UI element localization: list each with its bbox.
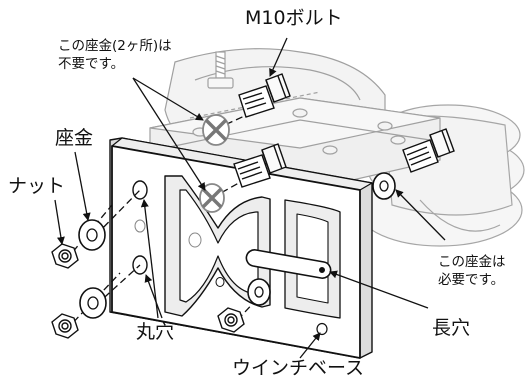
label-washer-needed-line1: この座金は [438,254,506,270]
bolt-lower [233,143,287,188]
label-long-hole: 長穴 [432,317,471,339]
washer-left-lower [79,287,107,319]
label-round-hole: 丸穴 [136,321,175,343]
label-washer-unneeded-line1: この座金(2ヶ所)は [58,38,172,54]
bolt-right [402,128,455,173]
washer-bottom [247,278,271,306]
label-washer-unneeded-line2: 不要です。 [58,56,125,72]
label-m10-bolt: M10ボルト [245,7,343,29]
washer-left-upper [78,219,106,251]
bolt-upper [238,73,291,118]
washer-unneeded-upper [202,114,230,146]
washer-needed [372,172,396,200]
nut-left-upper [51,243,79,269]
label-nut: ナット [8,175,66,197]
nut-bottom [217,307,245,333]
long-slot [245,249,332,279]
label-winch-base: ウインチベース [232,357,365,379]
nut-left-lower [51,313,79,339]
winch-base-plate [109,137,373,359]
round-hole-upper [132,180,148,200]
washer-unneeded-lower [199,183,225,213]
leader-lines [54,37,446,359]
label-washer-needed-line2: 必要です。 [438,272,505,288]
label-washer: 座金 [55,127,94,149]
